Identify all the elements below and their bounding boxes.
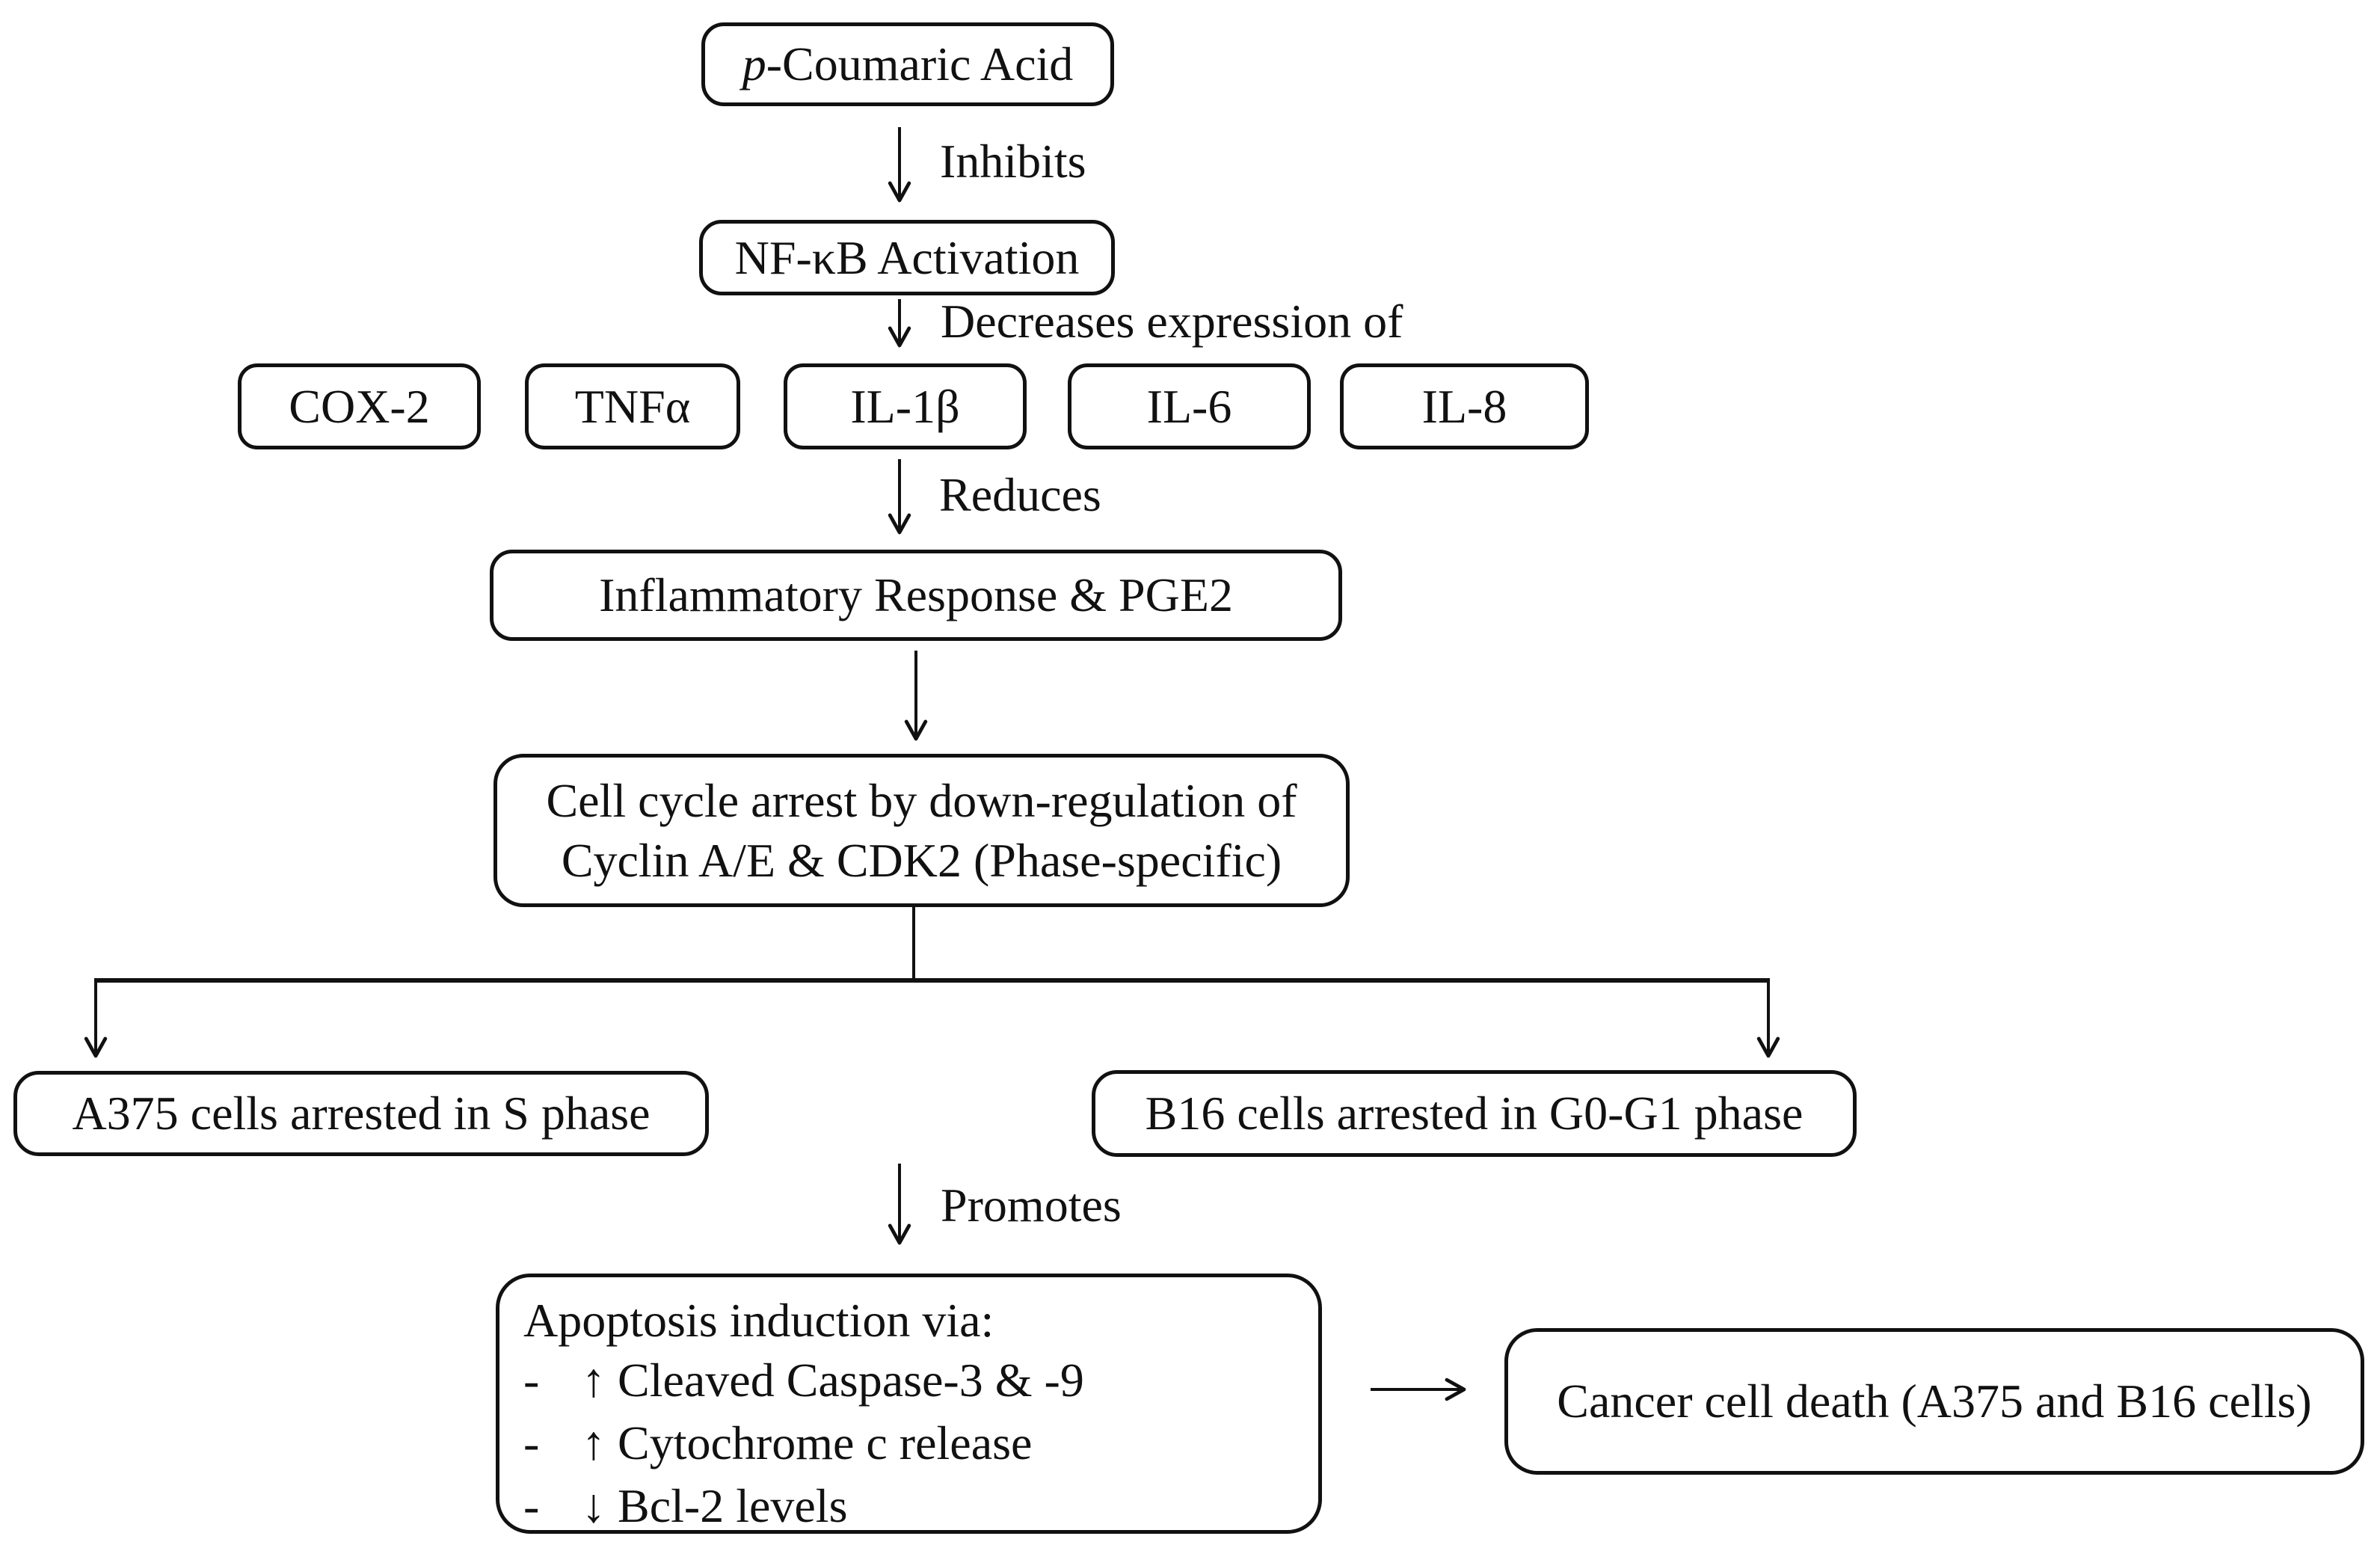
node-inflammatory-response-pge2: Inflammatory Response & PGE2 [490, 550, 1342, 641]
node-il-8: IL-8 [1340, 363, 1589, 449]
node-nfkb-activation: NF-κB Activation [699, 220, 1115, 295]
bullet-dash: - [523, 1354, 540, 1407]
node-cell-cycle-arrest: Cell cycle arrest by down-regulation of … [493, 754, 1350, 907]
apoptosis-item-cytochrome: ↑ Cytochrome c release [582, 1416, 1033, 1469]
node-cox2: COX-2 [238, 363, 481, 449]
node-tnf-alpha: TNFα [525, 363, 740, 449]
p-coumaric-italic-p: p [742, 37, 766, 90]
apoptosis-item-row: - ↓ Bcl-2 levels [523, 1475, 1297, 1538]
node-a375-s-phase: A375 cells arrested in S phase [13, 1071, 709, 1156]
node-il-6: IL-6 [1068, 363, 1311, 449]
apoptosis-title: Apoptosis induction via: [523, 1294, 994, 1347]
cell-cycle-line1: Cell cycle arrest by down-regulation of [546, 773, 1297, 827]
apoptosis-item-row: - ↑ Cleaved Caspase-3 & -9 [523, 1349, 1297, 1412]
apoptosis-item-caspase: ↑ Cleaved Caspase-3 & -9 [582, 1354, 1084, 1407]
bullet-dash: - [523, 1416, 540, 1469]
edge-label-decreases-expression: Decreases expression of [941, 295, 1403, 348]
bullet-dash: - [523, 1479, 540, 1532]
node-b16-g0-g1-phase: B16 cells arrested in G0-G1 phase [1092, 1070, 1857, 1157]
apoptosis-item-bcl2: ↓ Bcl-2 levels [582, 1479, 848, 1532]
node-p-coumaric-acid: p-Coumaric Acid [701, 22, 1114, 106]
edge-label-reduces: Reduces [939, 468, 1101, 521]
node-cancer-cell-death: Cancer cell death (A375 and B16 cells) [1504, 1328, 2364, 1475]
edge-label-promotes: Promotes [941, 1179, 1122, 1232]
cell-cycle-line2: Cyclin A/E & CDK2 (Phase-specific) [561, 833, 1282, 887]
apoptosis-item-row: - ↑ Cytochrome c release [523, 1412, 1297, 1475]
node-apoptosis-induction: Apoptosis induction via: - ↑ Cleaved Cas… [496, 1274, 1322, 1534]
edge-label-inhibits: Inhibits [940, 135, 1086, 188]
p-coumaric-rest: -Coumaric Acid [766, 37, 1074, 90]
node-il-1-beta: IL-1β [784, 363, 1027, 449]
